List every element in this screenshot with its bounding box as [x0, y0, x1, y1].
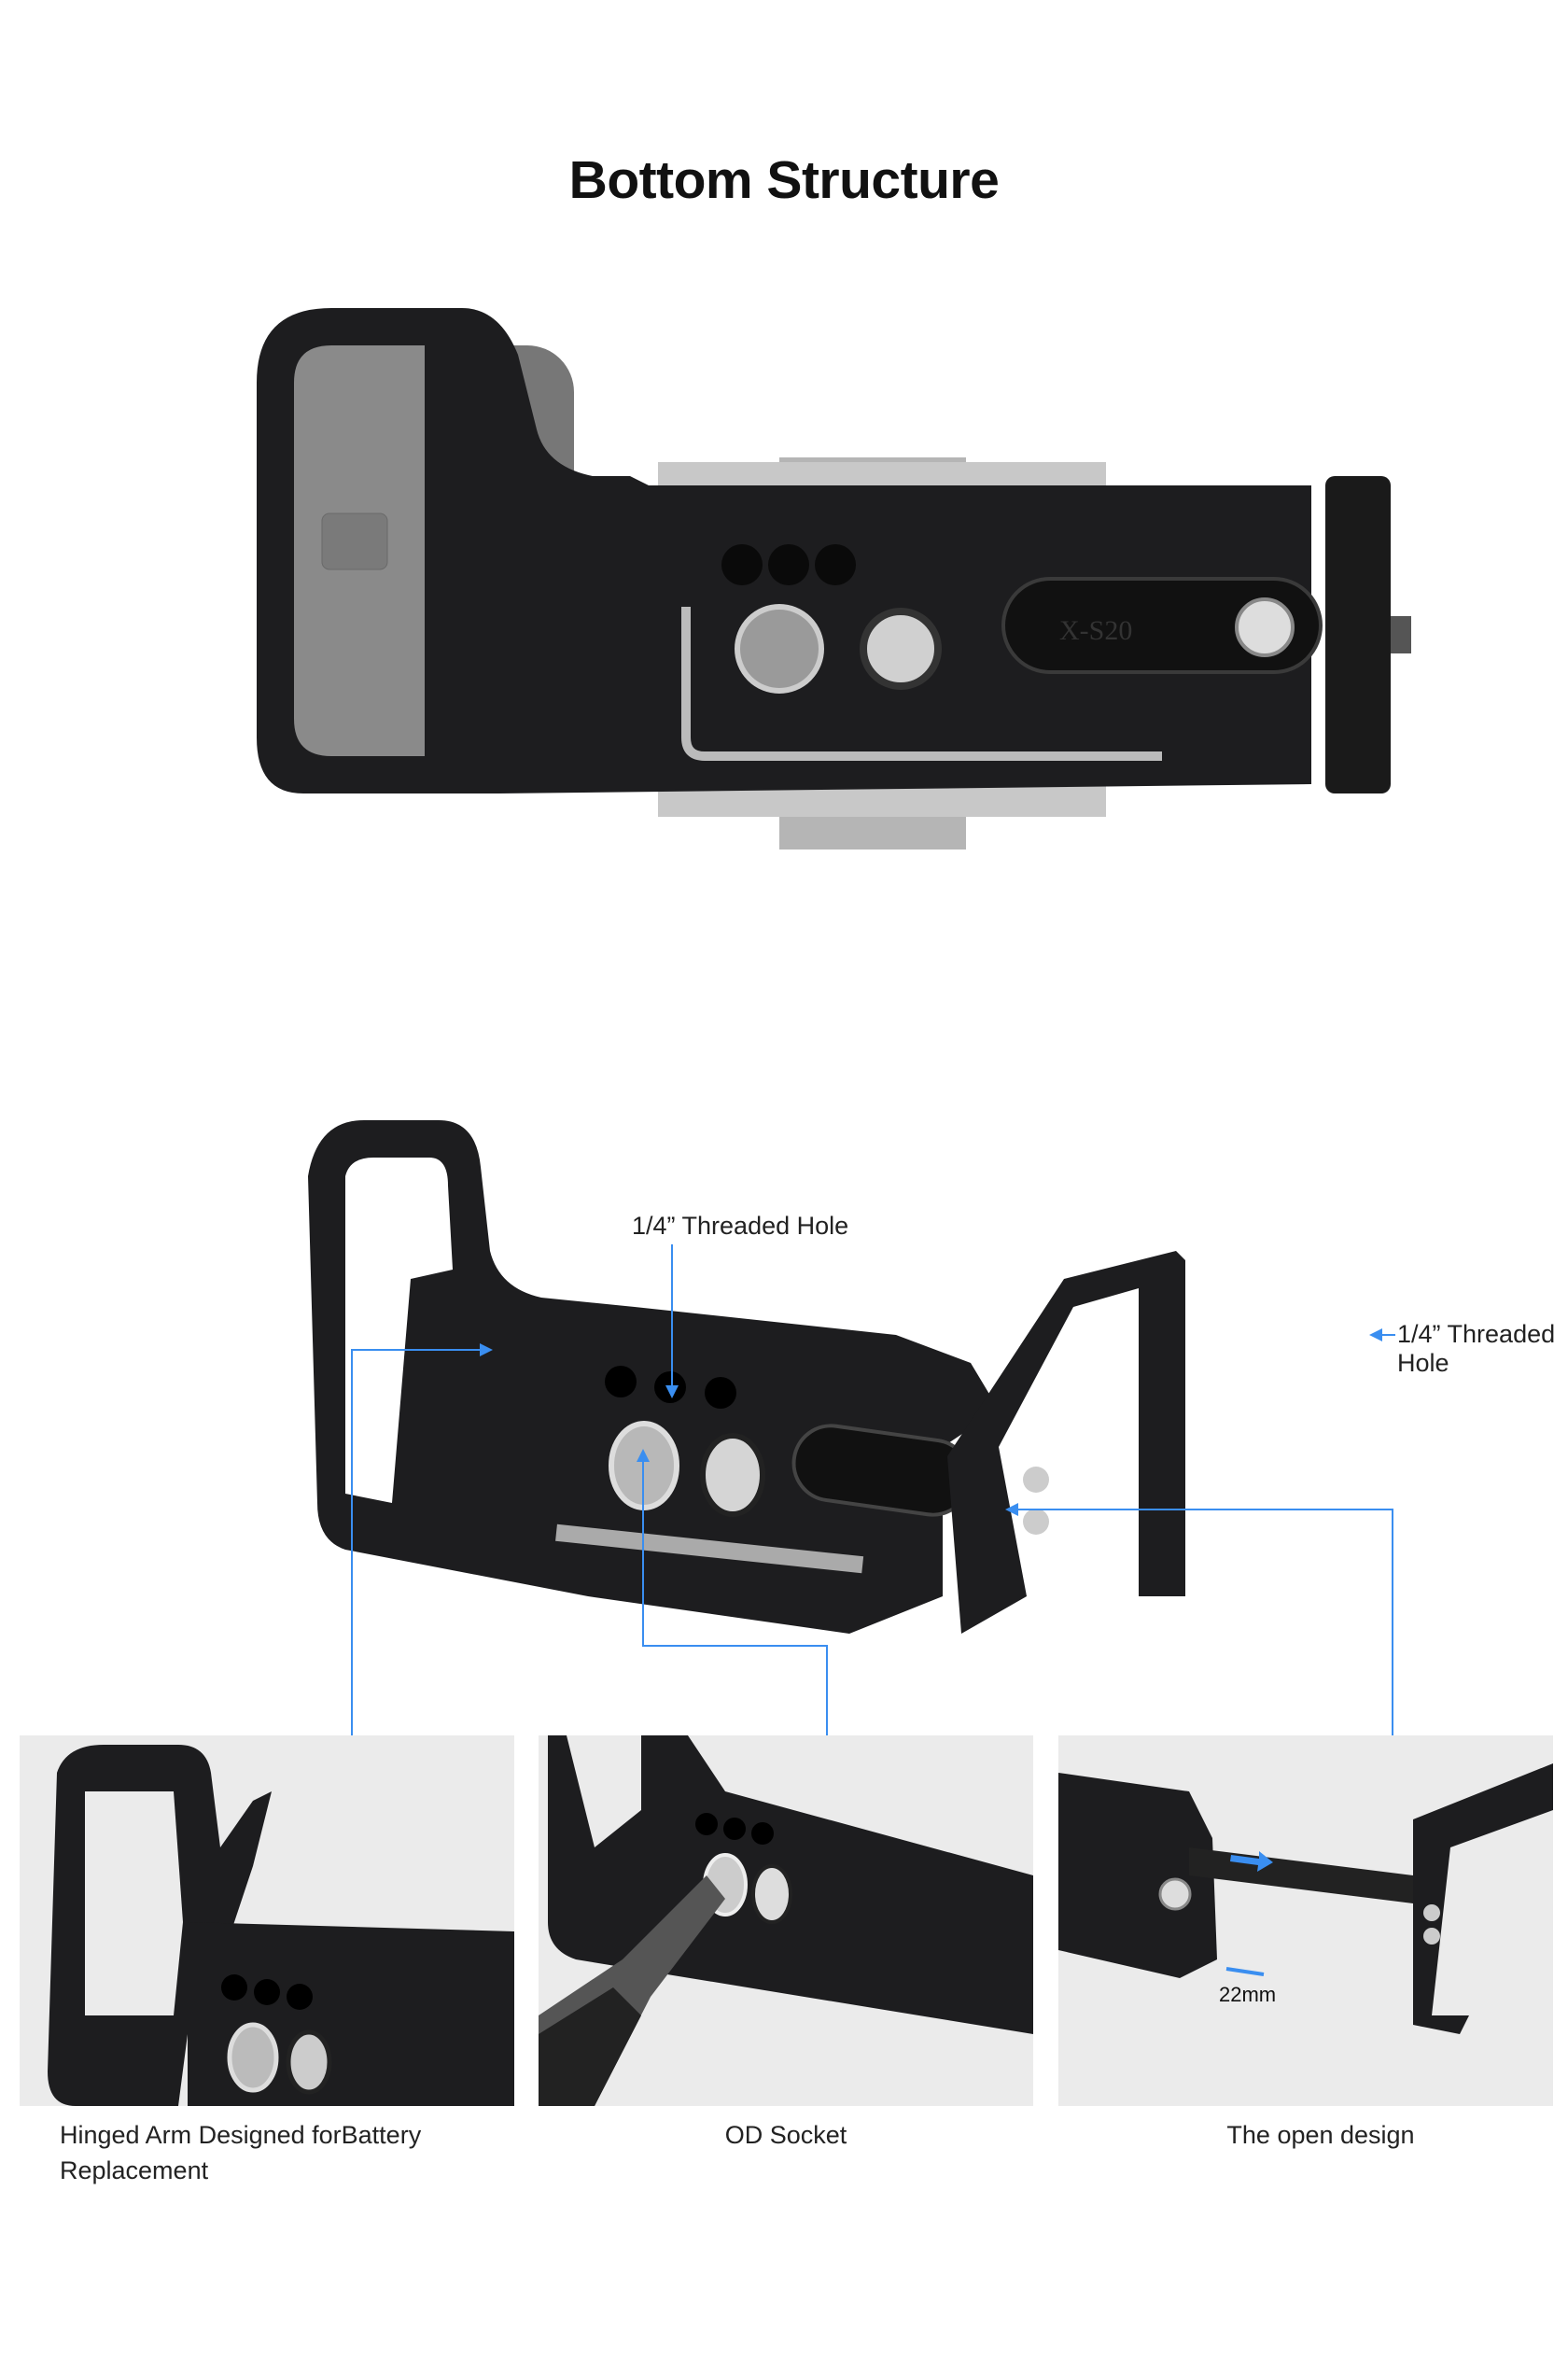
callout-side-hole-label: 1/4” Threaded Hole [1397, 1320, 1555, 1378]
arrow-icon [480, 1343, 493, 1356]
callout-line-open-design [1013, 1509, 1393, 1735]
callout-side-hole-line1: 1/4” Threaded [1397, 1320, 1556, 1348]
bottom-view-product-image: X-S20 [257, 308, 1411, 850]
caption-hinged-arm-line2: Replacement [60, 2156, 209, 2184]
measure-label: 22mm [1219, 1983, 1276, 2006]
caption-od-socket: OD Socket [724, 2121, 847, 2149]
engraving-text: X-S20 [1059, 615, 1132, 646]
caption-open-design: The open design [1226, 2121, 1415, 2149]
detail-panel-od-socket [539, 1735, 1033, 2106]
arrow-icon [1369, 1328, 1382, 1341]
measure-arrow-icon [1225, 1967, 1265, 1976]
arrow-icon [665, 1385, 679, 1398]
callout-line-hinge [351, 1349, 485, 1735]
detail-panel-hinged-arm [20, 1735, 514, 2106]
caption-hinged-arm: Hinged Arm Designed forBattery Replaceme… [60, 2117, 421, 2188]
arrow-icon [1005, 1503, 1018, 1516]
caption-hinged-arm-line1: Hinged Arm Designed forBattery [60, 2121, 422, 2149]
callout-side-hole-line2: Hole [1397, 1349, 1449, 1377]
direction-arrow-icon [1230, 1851, 1273, 1872]
perspective-product-image [308, 1120, 1185, 1634]
callout-line-socket [642, 1456, 828, 1735]
arrow-icon [637, 1449, 650, 1462]
callout-top-hole-label: 1/4” Threaded Hole [632, 1212, 849, 1240]
page-title: Bottom Structure [568, 150, 1000, 210]
detail-panel-open-design: 22mm [1058, 1735, 1553, 2106]
